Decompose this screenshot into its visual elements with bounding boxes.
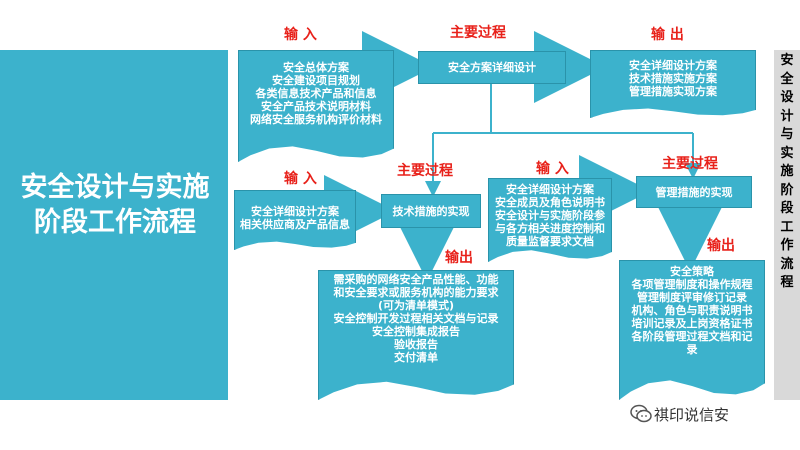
heading-output-1: 输 出 bbox=[651, 27, 684, 43]
wechat-icon bbox=[630, 404, 652, 423]
output-docs-1-line: 安全详细设计方案 bbox=[629, 59, 717, 72]
output-docs-2-line: 安全控制开发过程相关文档与记录 bbox=[333, 312, 499, 325]
heading-main-process-1: 主要过程 bbox=[450, 25, 506, 41]
output-docs-3-line: 录 bbox=[686, 343, 698, 356]
heading-output-3: 输出 bbox=[707, 238, 735, 254]
input-documents-1-list: 安全总体方案安全建设项目规划各类信息技术产品和信息安全产品技术说明材料网络安全服… bbox=[239, 61, 393, 126]
input-docs-1-line: 安全总体方案 bbox=[283, 61, 349, 74]
input-docs-1-line: 各类信息技术产品和信息 bbox=[255, 87, 377, 100]
input-docs-3-line: 与各方相关进度控制和 bbox=[495, 222, 605, 235]
heading-main-process-2: 主要过程 bbox=[397, 163, 453, 179]
process-detailed-design: 安全方案详细设计 bbox=[418, 51, 566, 84]
left-title: 安全设计与实施阶段工作流程 bbox=[20, 172, 210, 238]
input-docs-3-line: 安全成员及角色说明书 bbox=[495, 196, 605, 209]
brand-watermark: 祺印说信安 bbox=[654, 406, 730, 424]
output-docs-3-line: 管理制度评审修订记录 bbox=[637, 291, 747, 304]
heading-input-2: 输 入 bbox=[284, 171, 317, 187]
output-documents-2: 需采购的网络安全产品性能、功能和安全要求或服务机构的能力要求(可为清单模式)安全… bbox=[318, 270, 514, 400]
output-documents-1-list: 安全详细设计方案技术措施实施方案管理措施实现方案 bbox=[591, 59, 755, 98]
input-docs-2-line: 安全详细设计方案 bbox=[251, 205, 339, 218]
input-documents-2-list: 安全详细设计方案相关供应商及产品信息 bbox=[235, 205, 355, 231]
output-docs-2-line: 需采购的网络安全产品性能、功能 bbox=[333, 273, 499, 286]
side-title-text: 安全设计与实施阶段工作流程 bbox=[780, 53, 794, 290]
heading-input-3: 输 入 bbox=[536, 161, 569, 177]
output-docs-1-line: 管理措施实现方案 bbox=[629, 85, 717, 98]
heading-input-1: 输 入 bbox=[284, 27, 317, 43]
output-docs-3-line: 各阶段管理过程文档和记 bbox=[631, 330, 753, 343]
input-documents-1: 安全总体方案安全建设项目规划各类信息技术产品和信息安全产品技术说明材料网络安全服… bbox=[238, 50, 394, 162]
input-docs-1-line: 安全产品技术说明材料 bbox=[261, 100, 371, 113]
input-docs-1-line: 安全建设项目规划 bbox=[272, 74, 360, 87]
output-docs-2-line: 和安全要求或服务机构的能力要求 bbox=[333, 286, 499, 299]
input-docs-3-line: 安全设计与实施阶段参 bbox=[495, 209, 605, 222]
output-docs-3-line: 培训记录及上岗资格证书 bbox=[631, 317, 753, 330]
output-documents-1: 安全详细设计方案技术措施实施方案管理措施实现方案 bbox=[590, 50, 756, 118]
output-docs-3-line: 机构、角色与职责说明书 bbox=[631, 304, 753, 317]
input-docs-3-line: 安全详细设计方案 bbox=[506, 183, 594, 196]
left-title-panel bbox=[0, 50, 228, 400]
input-documents-3-list: 安全详细设计方案安全成员及角色说明书安全设计与实施阶段参与各方相关进度控制和质量… bbox=[489, 183, 611, 248]
output-docs-2-line: 交付清单 bbox=[394, 351, 438, 364]
output-docs-3-line: 安全策略 bbox=[670, 265, 714, 278]
output-docs-2-line: (可为清单模式) bbox=[377, 299, 455, 312]
heading-main-process-3: 主要过程 bbox=[662, 156, 718, 172]
input-documents-2: 安全详细设计方案相关供应商及产品信息 bbox=[234, 190, 356, 250]
output-documents-3: 安全策略各项管理制度和操作规程管理制度评审修订记录机构、角色与职责说明书培训记录… bbox=[619, 260, 765, 400]
process-management-measures: 管理措施的实现 bbox=[636, 176, 752, 208]
input-docs-3-line: 质量监督要求文档 bbox=[506, 235, 594, 248]
output-docs-1-line: 技术措施实施方案 bbox=[629, 72, 717, 85]
input-docs-1-line: 网络安全服务机构评价材料 bbox=[250, 113, 382, 126]
output-docs-2-line: 安全控制集成报告 bbox=[372, 325, 460, 338]
output-docs-3-line: 各项管理制度和操作规程 bbox=[631, 278, 753, 291]
side-title-panel bbox=[774, 50, 800, 400]
output-documents-2-list: 需采购的网络安全产品性能、功能和安全要求或服务机构的能力要求(可为清单模式)安全… bbox=[319, 273, 513, 364]
input-docs-2-line: 相关供应商及产品信息 bbox=[240, 218, 350, 231]
input-documents-3: 安全详细设计方案安全成员及角色说明书安全设计与实施阶段参与各方相关进度控制和质量… bbox=[488, 178, 612, 262]
side-title: 安全设计与实施阶段工作流程 bbox=[774, 52, 800, 293]
output-documents-3-list: 安全策略各项管理制度和操作规程管理制度评审修订记录机构、角色与职责说明书培训记录… bbox=[620, 265, 764, 356]
output-docs-2-line: 验收报告 bbox=[394, 338, 438, 351]
process-technical-measures: 技术措施的实现 bbox=[381, 194, 481, 228]
heading-output-2: 输出 bbox=[445, 250, 473, 266]
